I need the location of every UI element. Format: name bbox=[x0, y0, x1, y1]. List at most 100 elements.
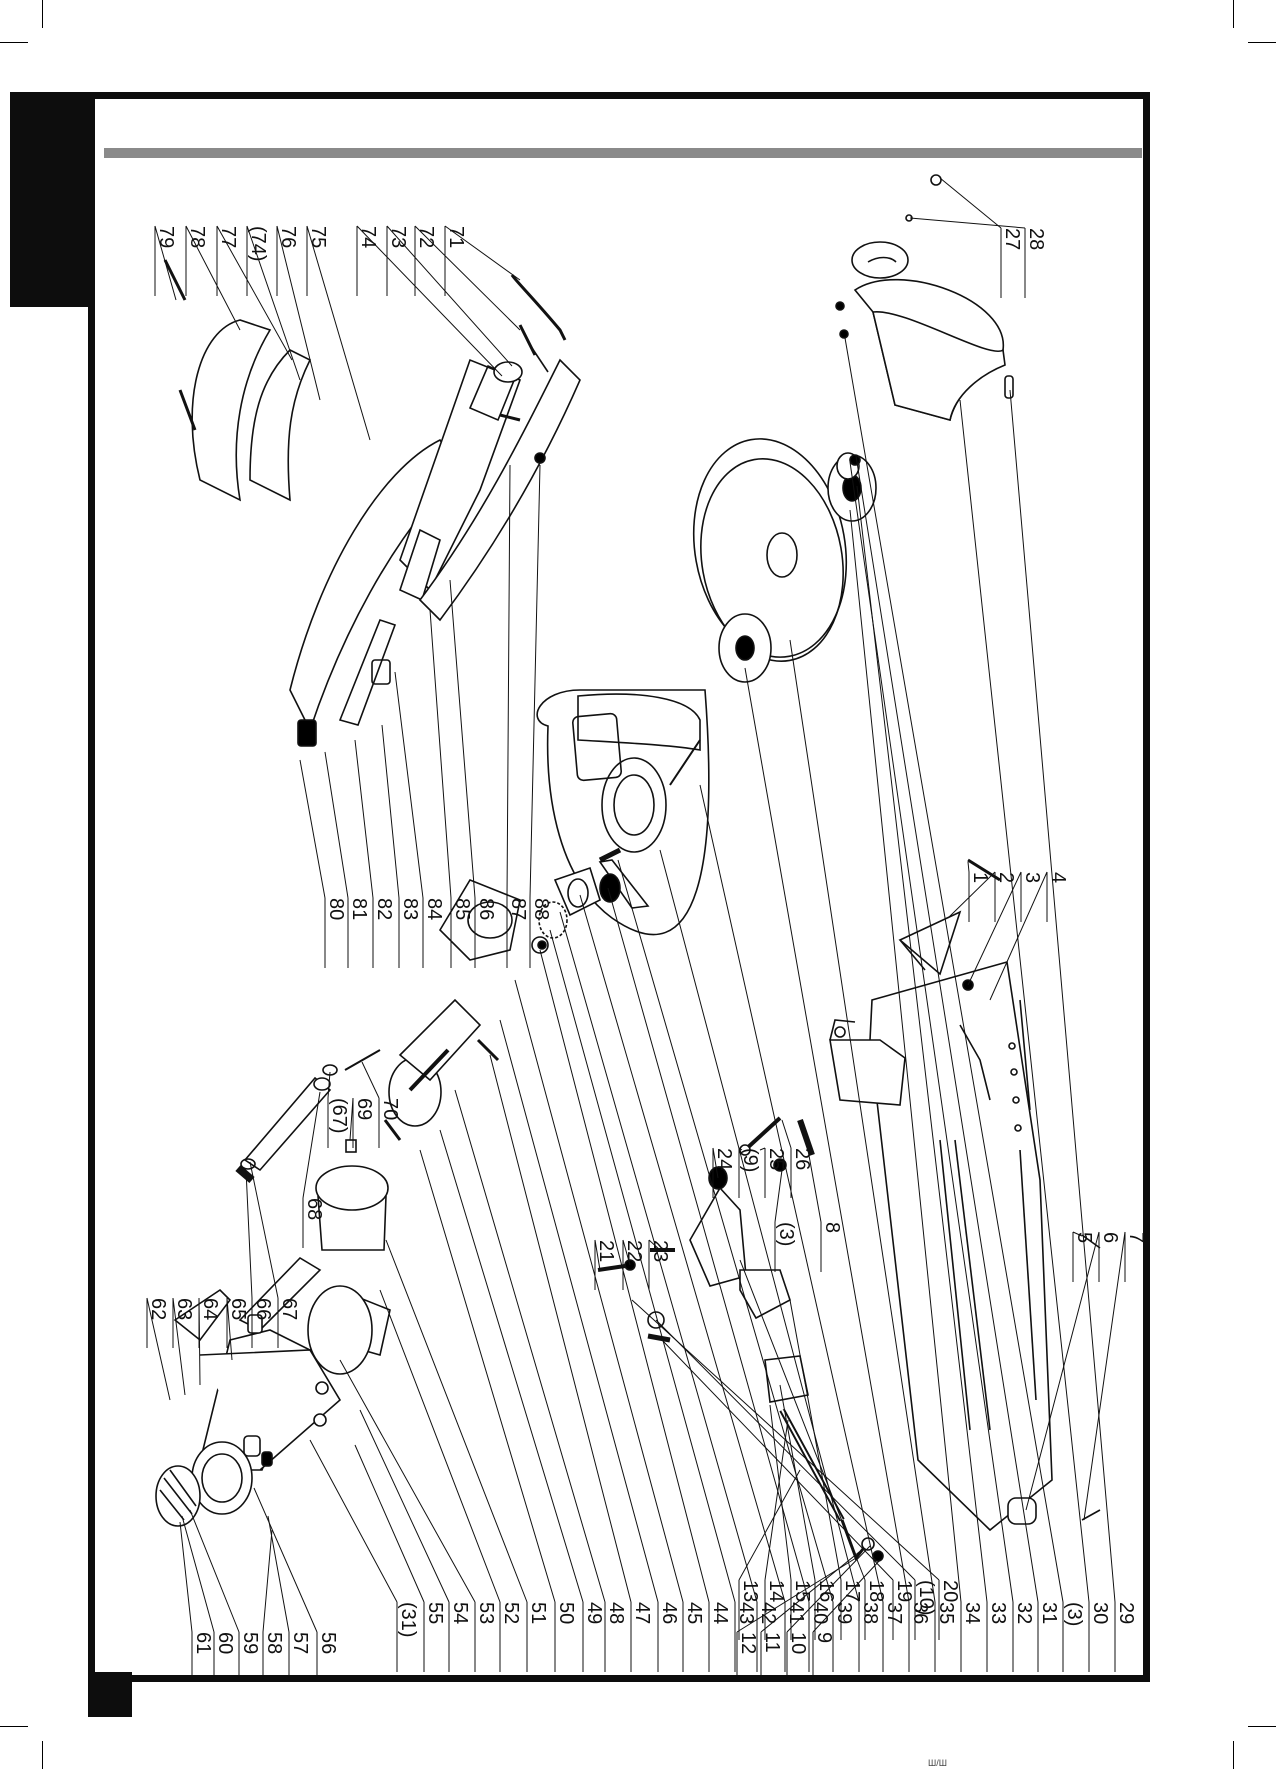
leader-line-4 bbox=[990, 872, 1047, 1000]
bolt-31 bbox=[850, 455, 860, 465]
leader-line-80 bbox=[300, 760, 325, 968]
exploded-parts-diagram: 808182838485868788(31)555453525150494847… bbox=[95, 160, 1145, 1675]
part-label-9: 9 bbox=[813, 1632, 835, 1643]
header-rule bbox=[104, 148, 1142, 158]
part-label-28: 28 bbox=[1025, 228, 1047, 250]
part-label-72: 72 bbox=[415, 226, 437, 248]
pin-70 bbox=[345, 1050, 380, 1070]
part-label-49: 49 bbox=[583, 1602, 605, 1624]
part-label-82: 82 bbox=[373, 898, 395, 920]
part-label-41: 41 bbox=[785, 1602, 807, 1624]
part-label-22: 22 bbox=[623, 1240, 645, 1262]
part-label-p3p_b: (3) bbox=[775, 1222, 797, 1246]
part-label-88: 88 bbox=[530, 898, 552, 920]
leader-line-46 bbox=[500, 1020, 658, 1672]
part-label-67: 67 bbox=[278, 1298, 300, 1320]
bottom-tab bbox=[88, 1672, 132, 1717]
part-label-73: 73 bbox=[387, 226, 409, 248]
part-label-27: 27 bbox=[1001, 228, 1023, 250]
part-label-45: 45 bbox=[683, 1602, 705, 1624]
crop-mark bbox=[1233, 1741, 1234, 1769]
part-label-p10p: (10) bbox=[915, 1580, 937, 1616]
part-label-58: 58 bbox=[263, 1632, 285, 1654]
part-label-8: 8 bbox=[821, 1222, 843, 1233]
part-label-p9p: (9) bbox=[739, 1148, 761, 1172]
part-label-12: 12 bbox=[737, 1632, 759, 1654]
bearing-40 bbox=[600, 874, 620, 902]
leader-line-82 bbox=[355, 740, 373, 968]
part-label-6: 6 bbox=[1099, 1232, 1121, 1243]
nut-3a bbox=[836, 302, 844, 310]
part-label-68: 68 bbox=[303, 1198, 325, 1220]
motor-housing bbox=[175, 1258, 340, 1514]
part-label-84: 84 bbox=[423, 898, 445, 920]
leader-line-44 bbox=[540, 950, 709, 1672]
crop-mark bbox=[1233, 0, 1234, 28]
base-plate bbox=[870, 962, 1052, 1530]
part-label-76: 76 bbox=[277, 226, 299, 248]
part-label-81: 81 bbox=[348, 898, 370, 920]
part-label-29: 29 bbox=[1115, 1602, 1137, 1624]
part-label-1: 1 bbox=[969, 872, 991, 883]
part-label-75: 75 bbox=[307, 226, 329, 248]
end-cap-59 bbox=[156, 1466, 200, 1526]
leader-line-48 bbox=[455, 1090, 605, 1672]
part-label-30: 30 bbox=[1089, 1602, 1111, 1624]
nut-3b bbox=[840, 330, 848, 338]
part-label-42: 42 bbox=[757, 1602, 779, 1624]
part-label-48: 48 bbox=[605, 1602, 627, 1624]
crop-mark bbox=[42, 0, 43, 28]
leader-line-49 bbox=[440, 1130, 583, 1672]
part-label-3: 3 bbox=[1021, 872, 1043, 883]
part-label-32: 32 bbox=[1013, 1602, 1035, 1624]
leader-line-42 bbox=[560, 912, 757, 1672]
part-label-34: 34 bbox=[961, 1602, 983, 1624]
screw-27 bbox=[931, 175, 941, 185]
part-label-78: 78 bbox=[186, 226, 208, 248]
part-label-p74p: (74) bbox=[247, 226, 269, 262]
part-label-86: 86 bbox=[475, 898, 497, 920]
leader-line-43 bbox=[550, 930, 735, 1672]
leader-line-38 bbox=[660, 850, 859, 1672]
part-label-11: 11 bbox=[761, 1632, 783, 1653]
part-label-60: 60 bbox=[214, 1632, 236, 1654]
nut-88 bbox=[535, 453, 545, 463]
handle-tube bbox=[245, 1078, 330, 1170]
crop-mark bbox=[0, 42, 28, 43]
part-label-5: 5 bbox=[1073, 1232, 1095, 1243]
side-tab bbox=[10, 92, 92, 307]
part-label-77: 77 bbox=[217, 226, 239, 248]
part-label-64: 64 bbox=[199, 1298, 221, 1320]
part-label-52: 52 bbox=[500, 1602, 522, 1624]
part-label-51: 51 bbox=[527, 1602, 549, 1624]
part-label-p67p: (67) bbox=[328, 1098, 350, 1134]
part-label-21: 21 bbox=[595, 1240, 617, 1262]
nut-9 bbox=[873, 1551, 883, 1561]
part-label-13: 13 bbox=[739, 1580, 761, 1602]
fan-baffle bbox=[316, 1166, 388, 1250]
part-label-4: 4 bbox=[1047, 872, 1069, 883]
part-label-43: 43 bbox=[735, 1602, 757, 1624]
part-label-15: 15 bbox=[791, 1580, 813, 1602]
part-label-50: 50 bbox=[555, 1602, 577, 1624]
part-label-10: 10 bbox=[787, 1632, 809, 1654]
part-label-25: 25 bbox=[765, 1148, 787, 1170]
crop-mark bbox=[1248, 1726, 1276, 1727]
part-label-14: 14 bbox=[765, 1580, 787, 1602]
part-label-62: 62 bbox=[147, 1298, 169, 1320]
part-label-55: 55 bbox=[424, 1602, 446, 1624]
handle-cover-78 bbox=[250, 350, 310, 500]
part-label-53: 53 bbox=[475, 1602, 497, 1624]
bolt-21 bbox=[598, 1266, 625, 1270]
spring-66 bbox=[238, 1168, 252, 1180]
power-cord bbox=[494, 275, 565, 382]
part-label-71: 71 bbox=[445, 226, 467, 248]
part-label-37: 37 bbox=[883, 1602, 905, 1624]
bearing-core bbox=[538, 941, 546, 949]
crop-mark bbox=[0, 1726, 28, 1727]
lower-blade-guard bbox=[852, 242, 1013, 420]
part-label-87: 87 bbox=[507, 898, 529, 920]
part-label-35: 35 bbox=[935, 1602, 957, 1624]
part-label-23: 23 bbox=[649, 1240, 671, 1262]
part-label-2: 2 bbox=[995, 872, 1017, 883]
